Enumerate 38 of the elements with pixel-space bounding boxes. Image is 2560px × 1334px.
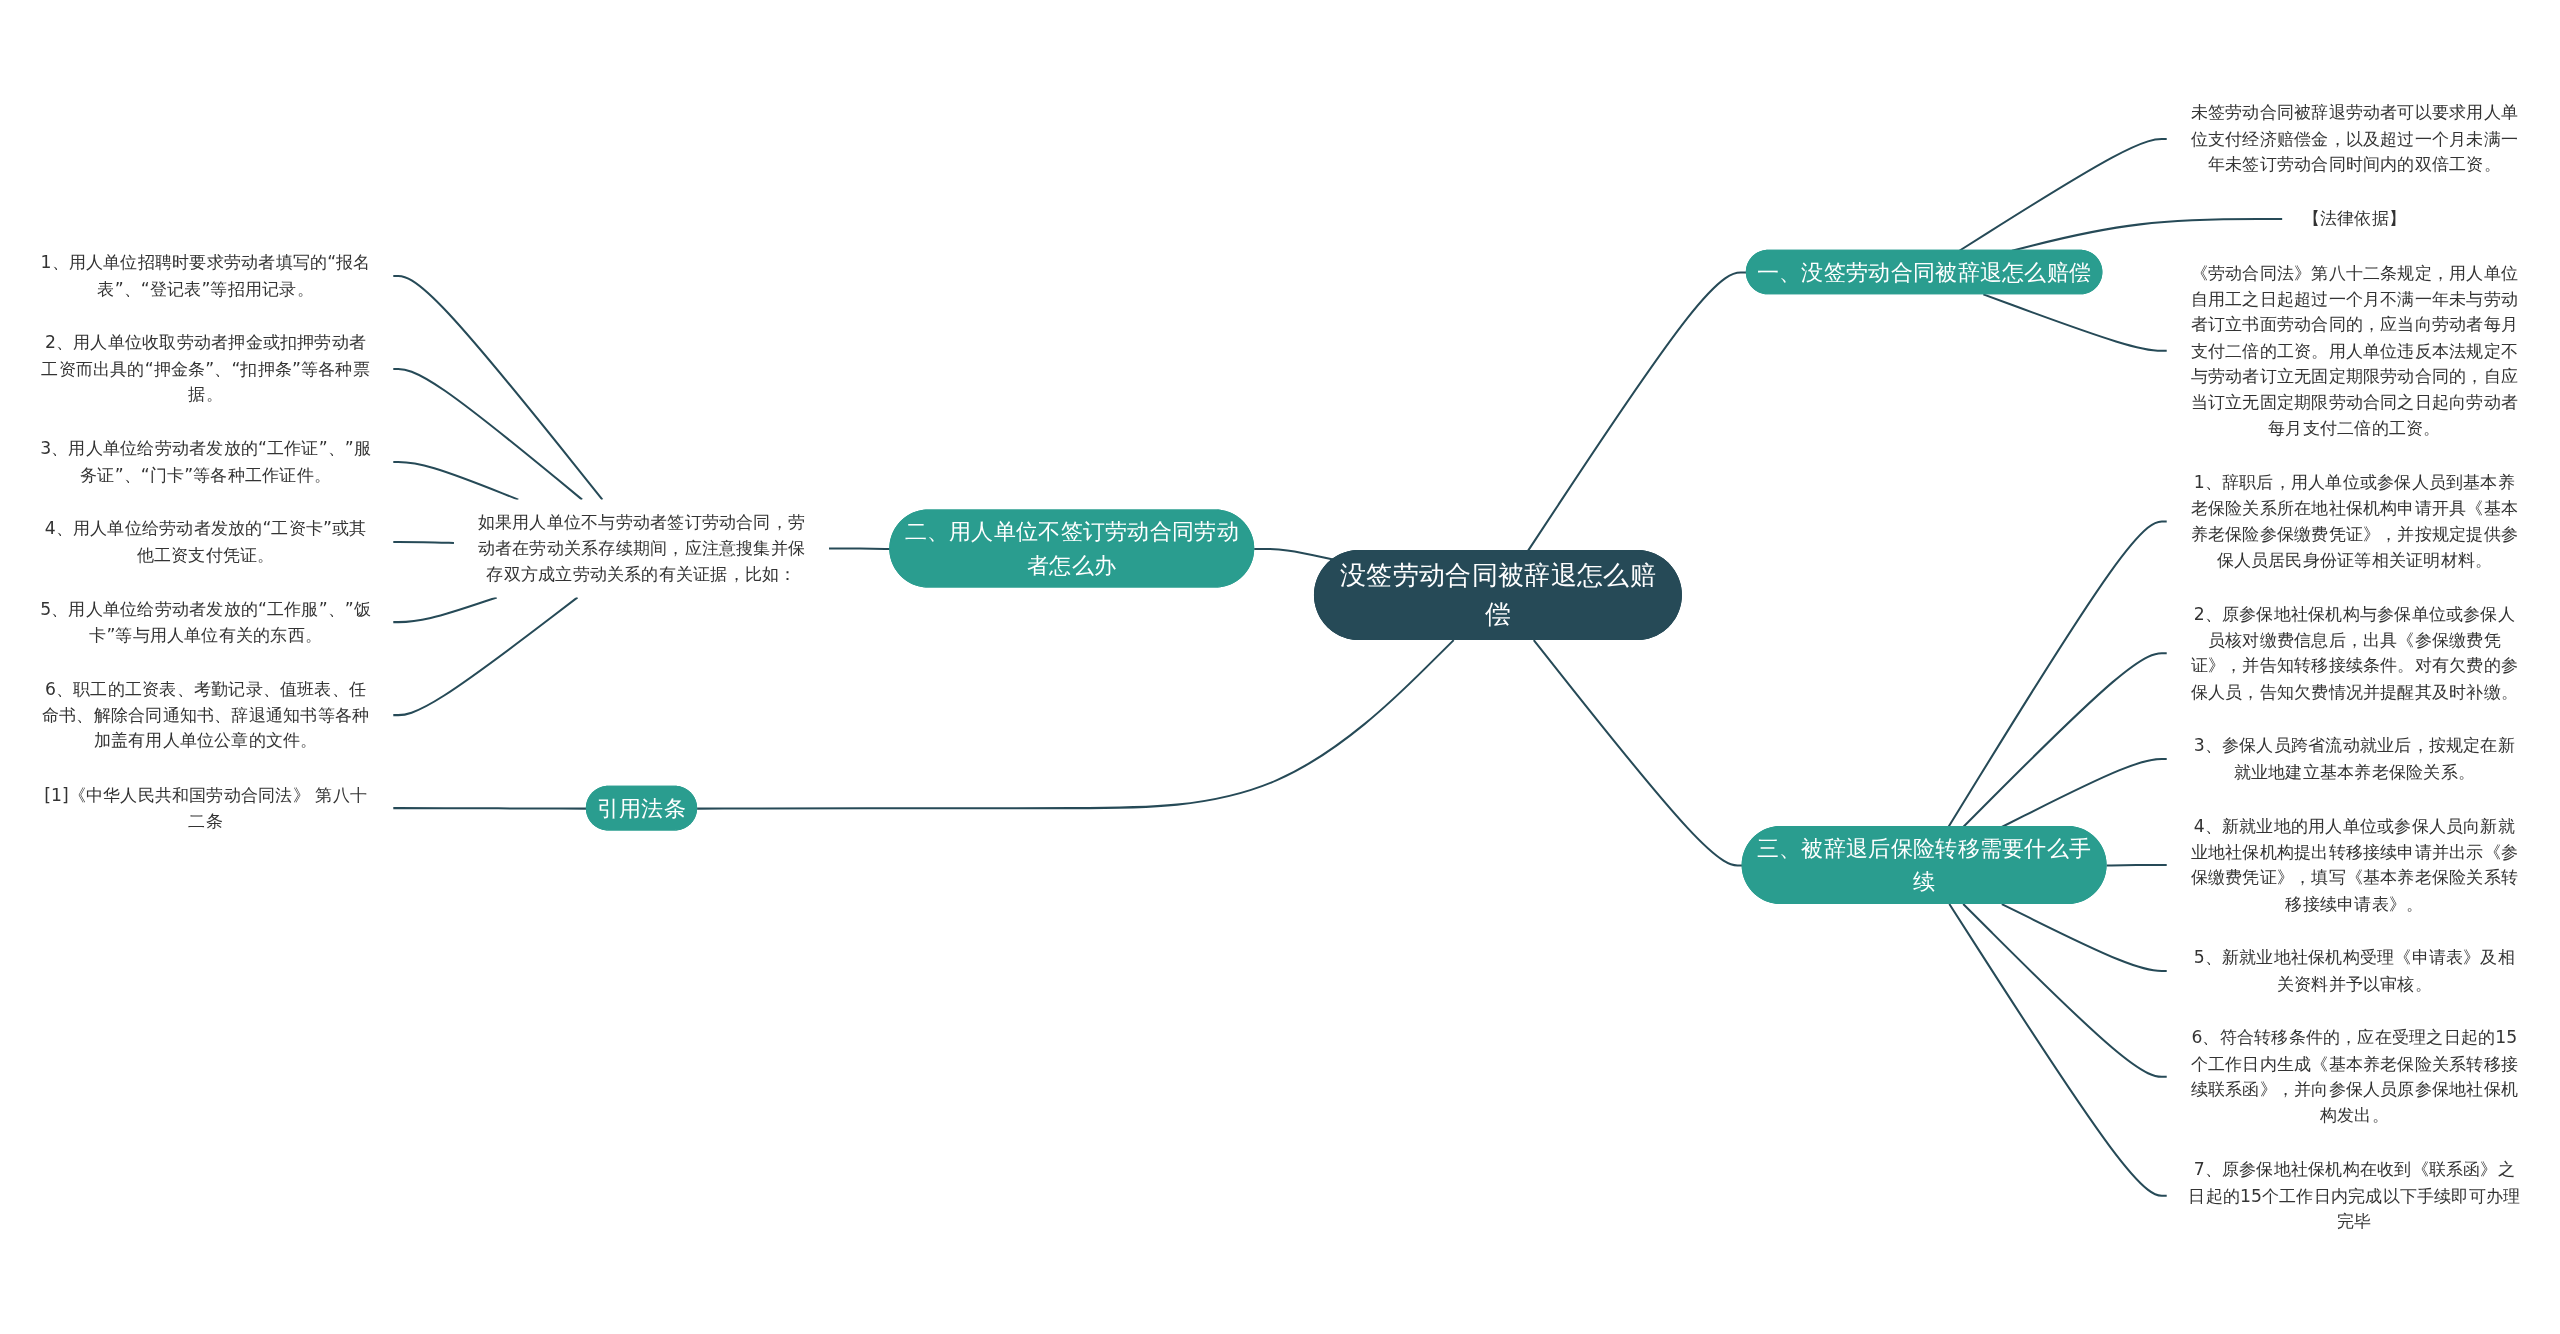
node-text: 3、用人单位给劳动者发放的“工作证”、”服务证”、“门卡”等各种工作证件。 [40,437,371,484]
connector [393,596,579,716]
connector [393,460,519,501]
connector [393,367,583,501]
node-text: 【法律依据】 [2302,207,2407,229]
node-text: 未签劳动合同被辞退劳动者可以要求用人单位支付经济赔偿金，以及超过一个月未满一年未签订劳动合同时间内的双倍工资。 [2190,101,2519,174]
node-text: 2、原参保地社保机构与参保单位或参保人员核对缴费信息后，出具《参保缴费凭证》，并告知转移接续条件。对有欠费的参保人员，告知欠费情况并提醒其及时补缴。 [2190,603,2519,701]
connector [393,274,604,500]
connector [2001,902,2167,972]
node-text: 7、原参保地社保机构在收到《联系函》之日起的15个工作日内完成以下手续即可办理完毕 [2188,1158,2521,1231]
node-text: 4、用人单位给劳动者发放的“工资卡”或其他工资支付凭证。 [44,517,367,564]
connector [393,806,587,810]
node-text: [1]《中华人民共和国劳动合同法》 第八十二条 [44,783,368,831]
connector [1982,293,2167,352]
connector [1532,639,1743,867]
node-text: 1、用人单位招聘时要求劳动者填写的“报名表”、“登记表”等招用记录。 [40,251,371,298]
connector [2001,757,2167,828]
node-text: 5、用人单位给劳动者发放的“工作服”、”饭卡”等与用人单位有关的东西。 [40,597,371,645]
node-text: 6、符合转移条件的，应在受理之日起的15个工作日内生成《基本养老保险关系转移接续联系函》，并向参保人员原参保地社保机构发出。 [2190,1026,2519,1125]
node-text: 2、用人单位收取劳动者押金或扣押劳动者工资而出具的“押金条”、“扣押条”等各种票据。 [41,331,370,404]
connector [1254,547,1334,561]
node-text: 3、参保人员跨省流动就业后，按规定在新就业地建立基本养老保险关系。 [2193,734,2515,782]
connector [1947,520,2167,828]
node-text: 1、辞职后，用人单位或参保人员到基本养老保险关系所在地社保机构申请开具《基本养老保险参保缴费凭证》，并按规定提供参保人员居民身份证等相关证明材料。 [2190,471,2519,570]
node-text: 5、新就业地社保机构受理《申请表》及相关资料并予以审核。 [2193,946,2515,993]
node-text: 6、职工的工资表、考勤记录、值班表、任命书、解除合同通知书、辞退通知书等各种加盖有用人单位公章的文件。 [41,678,370,750]
connector [2106,863,2167,867]
connector [1948,903,2167,1197]
node-text: 如果用人单位不与劳动者签订劳动合同，劳动者在劳动关系存续期间，应注意搜集并保存双方成立劳动关系的有关证据，比如： [477,511,806,584]
connector [697,639,1455,810]
connector [393,540,454,544]
connector [393,596,498,623]
connector [1962,651,2167,828]
mind-map: 没签劳动合同被辞退怎么赔偿 一、没签劳动合同被辞退怎么赔偿 未签劳动合同被辞退劳动者可以要求用人单位支付经济赔偿金，以及超过一个月未满一年未签订劳动合同时间内的双倍工资。 【法律依据】 《劳动合同法》第八十二条规定，用人单位自用工之日起超过一个月不满一年未与劳动者订立书面劳动合同的，应当向劳动者每月支付二倍的工资。用人单位违反本法规定不与劳动者订立无固定期限劳动合同的，自应当订立无固定期限劳动合同之日起向劳动者每月支付二倍的工资。 二、用人单位不签订劳动合同劳动者怎么办 如果用人单位不与劳动者签订劳动合同，劳动者在劳动关系存续期间，应注意搜集并保存双方成立劳动关系的有关证据，比如： 1、用人单位招聘时要求劳动者填写的“报名表”、“登记表”等招用记录。 2、用人单位收取劳动者押金或扣押劳动者工资而出具的“押金条”、“扣押条”等各种票据。 3、用人单位给劳动者发放的“工作证”、”服务证”、“门卡”等各种工作证件。 4、用人单位给劳动者发放的“工资卡”或其他工资支付凭证。 5、用人单位给劳动者发放的“工作服”、”饭卡”等与用人单位有关的东西。 6、职工的工资表、考勤记录、值班表、任命书、解除合同通知书、辞退通知书等各种加盖有用人单位公章的文件。 三、被辞退后保险转移需要什么手续 1、辞职后，用人单位或参保人员到基本养老保险关系所在地社保机构申请开具《基本养老保险参保缴费凭证》，并按规定提供参保人员居民身份证等相关证明材料。 2、原参保地社保机构与参保单位或参保人员核对缴费信息后，出具《参保缴费凭证》，并告知转移接续条件。对有欠费的参保人员，告知欠费情况并提醒其及时补缴。 3、参保人员跨省流动就业后，按规定在新就业地建立基本养老保险关系。 4、新就业地的用人单位或参保人员向新就业地社保机构提出转移接续申请并出示《参保缴费凭证》，填写《基本养老保险关系转移接续申请表》。 5、新就业地社保机构受理《申请表》及相关资料并予以审核。 6、符合转移条件的，应在受理之日起的15个工作日内生成《基本养老保险关系转移接续联系函》，并向参保人员原参保地社保机构发出。 7、原参保地社保机构在收到《联系函》之日起的15个工作日内完成以下手续即可办理完毕 引用法条 [1]《中华人民共和国劳动合同法》 第八十二条 [10,81,2550,1253]
node-text: 《劳动合同法》第八十二条规定，用人单位自用工之日起超过一个月不满一年未与劳动者订立书面劳动合同的，应当向劳动者每月支付二倍的工资。用人单位违反本法规定不与劳动者订立无固定期限劳动合同的，自应当订立无固定期限劳动合同之日起向劳动者每月支付二倍的工资。 [2190,262,2519,438]
node-text: 4、新就业地的用人单位或参保人员向新就业地社保机构提出转移接续申请并出示《参保缴费凭证》，填写《基本养老保险关系转移接续申请表》。 [2190,814,2519,913]
connector [1962,902,2167,1078]
connector [1527,271,1747,552]
